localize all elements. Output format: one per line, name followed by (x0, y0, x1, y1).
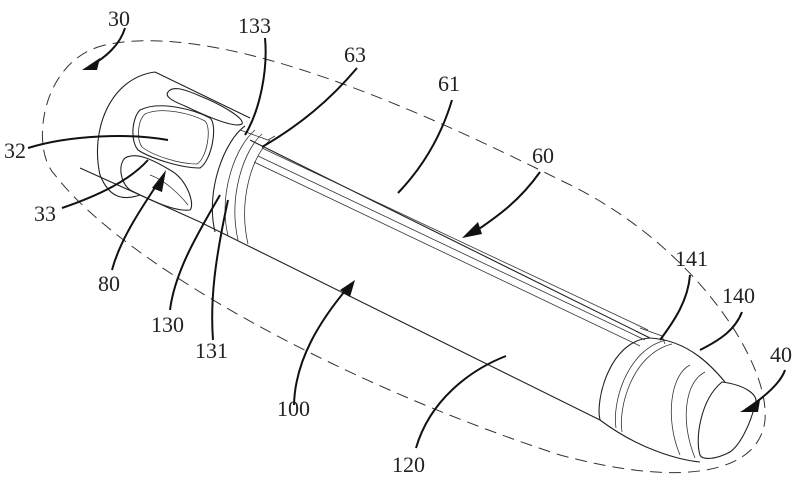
label-32: 32 (4, 138, 26, 163)
leader-131 (211, 199, 229, 341)
leader-133 (244, 37, 267, 136)
arrowhead-30 (82, 58, 100, 70)
arrowhead-100 (340, 280, 355, 297)
leader-61 (397, 99, 453, 194)
leader-30 (89, 27, 126, 67)
leader-130 (169, 194, 221, 311)
arrowhead-40 (740, 400, 760, 412)
arrowhead-60 (462, 222, 482, 238)
label-61: 61 (438, 71, 460, 96)
label-100: 100 (277, 396, 310, 421)
label-141: 141 (675, 246, 708, 271)
label-133: 133 (238, 13, 271, 38)
label-30: 30 (108, 6, 130, 31)
label-80: 80 (98, 271, 120, 296)
front-tip-140 (598, 327, 757, 463)
body-tube-120 (199, 139, 651, 421)
arrowhead-80 (152, 170, 166, 192)
label-130: 130 (151, 312, 184, 337)
label-131: 131 (195, 338, 228, 363)
leader-80 (111, 179, 161, 271)
label-120: 120 (392, 452, 425, 477)
dashed-boundary-ellipse (42, 40, 766, 474)
leader-60 (469, 171, 541, 236)
leader-120 (415, 355, 507, 449)
leader-32 (27, 135, 169, 149)
leader-63 (261, 67, 358, 148)
label-33: 33 (34, 201, 56, 226)
label-63: 63 (344, 42, 366, 67)
label-140: 140 (722, 283, 755, 308)
label-40: 40 (770, 342, 792, 367)
leader-140 (699, 311, 743, 351)
head-cap-30 (79, 71, 276, 245)
leader-100 (293, 284, 351, 406)
leader-33 (61, 159, 149, 209)
label-60: 60 (532, 143, 554, 168)
leader-141 (659, 274, 691, 341)
